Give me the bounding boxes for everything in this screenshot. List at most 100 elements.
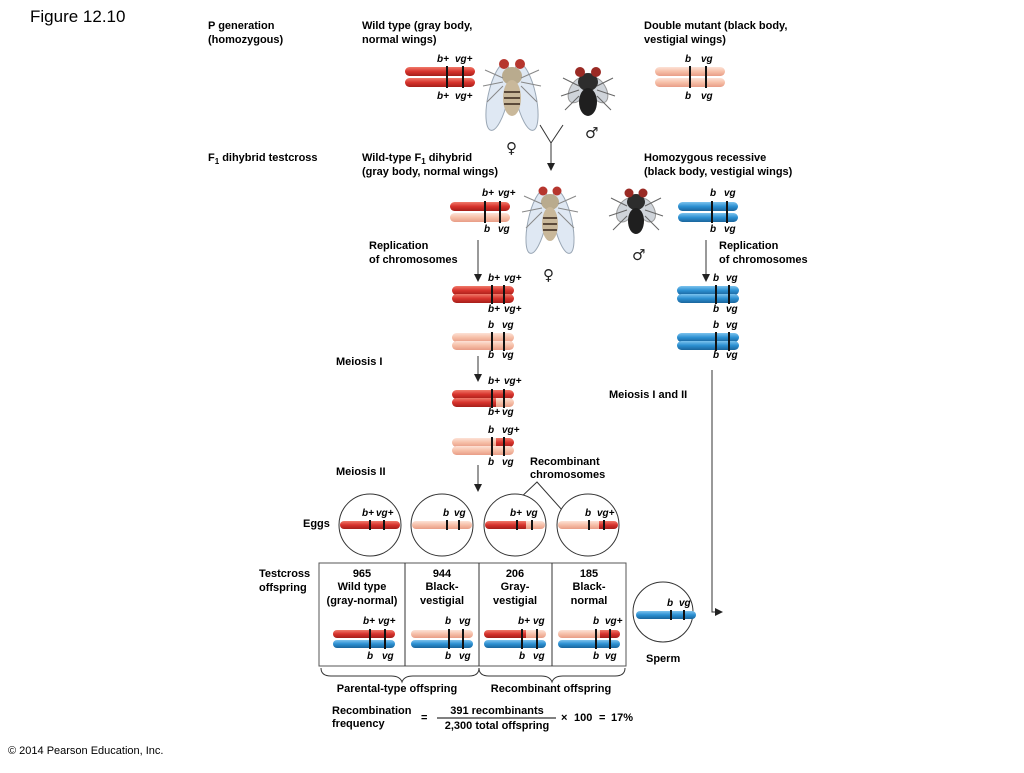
svg-text:vg: vg bbox=[724, 224, 736, 235]
svg-text:b+: b+ bbox=[362, 508, 374, 519]
female-symbol: ♀ bbox=[506, 139, 517, 157]
parental-type-label: Parental-type offspring bbox=[337, 683, 457, 695]
male-symbol: ♂ bbox=[585, 124, 598, 142]
svg-text:vg: vg bbox=[533, 651, 545, 662]
copyright: © 2014 Pearson Education, Inc. bbox=[8, 745, 163, 757]
svg-text:b: b bbox=[443, 508, 449, 519]
svg-text:b: b bbox=[685, 91, 691, 102]
double-mutant-label: Double mutant (black body, bbox=[644, 20, 787, 32]
svg-text:vg: vg bbox=[454, 508, 466, 519]
svg-text:vg+: vg+ bbox=[376, 508, 394, 519]
svg-text:vg+: vg+ bbox=[455, 91, 473, 102]
svg-text:b: b bbox=[488, 320, 494, 331]
testcross-offspring-label: Testcross bbox=[259, 568, 310, 580]
svg-text:vestigial: vestigial bbox=[420, 595, 464, 607]
svg-text:206: 206 bbox=[506, 568, 524, 580]
svg-text:vg+: vg+ bbox=[498, 188, 516, 199]
f1-male-symbol: ♂ bbox=[632, 246, 645, 264]
wild-type-sublabel: normal wings) bbox=[362, 34, 437, 46]
double-mutant-sublabel: vestigial wings) bbox=[644, 34, 726, 46]
svg-text:b: b bbox=[519, 651, 525, 662]
svg-text:vg+: vg+ bbox=[605, 616, 623, 627]
svg-text:b: b bbox=[593, 616, 599, 627]
svg-text:=: = bbox=[421, 712, 427, 724]
svg-text:vg: vg bbox=[726, 320, 738, 331]
recombinant-brace bbox=[478, 667, 626, 684]
wildtype-fly-female-image bbox=[482, 59, 542, 131]
svg-text:vg: vg bbox=[679, 598, 691, 609]
figure-title: Figure 12.10 bbox=[30, 7, 125, 26]
egg-1: b+vg+ bbox=[338, 493, 402, 557]
svg-text:b+: b+ bbox=[437, 91, 449, 102]
svg-text:vg: vg bbox=[533, 616, 545, 627]
svg-text:vg: vg bbox=[726, 350, 738, 361]
svg-text:×: × bbox=[561, 712, 567, 724]
svg-text:b+: b+ bbox=[482, 188, 494, 199]
wild-type-label: Wild type (gray body, bbox=[362, 20, 472, 32]
svg-text:=: = bbox=[599, 712, 605, 724]
cross-lines bbox=[539, 124, 564, 170]
svg-text:b+: b+ bbox=[518, 616, 530, 627]
wild-type-f1-sublabel: (gray body, normal wings) bbox=[362, 166, 498, 178]
homozygous-recessive-label: Homozygous recessive bbox=[644, 152, 766, 164]
svg-text:Black-: Black- bbox=[572, 581, 605, 593]
svg-text:vg: vg bbox=[459, 651, 471, 662]
recombinant-chromosomes-label: Recombinant bbox=[530, 456, 600, 468]
recombinant-chromosomes-sublabel: chromosomes bbox=[530, 469, 605, 481]
replication-label-left: Replication bbox=[369, 240, 429, 252]
replicated-red-chromatids: b+vg+ b+vg+ bbox=[452, 273, 522, 315]
recombinant-offspring-label: Recombinant offspring bbox=[491, 683, 611, 695]
svg-text:2,300 total offspring: 2,300 total offspring bbox=[445, 720, 550, 732]
svg-text:vestigial: vestigial bbox=[493, 595, 537, 607]
p-generation-sublabel: (homozygous) bbox=[208, 34, 283, 46]
svg-text:b: b bbox=[488, 350, 494, 361]
sperm-label: Sperm bbox=[646, 653, 680, 665]
parental-brace bbox=[320, 667, 480, 684]
f1-mutant-fly-image bbox=[608, 188, 664, 234]
svg-text:Wild type: Wild type bbox=[338, 581, 387, 593]
svg-text:vg: vg bbox=[459, 616, 471, 627]
svg-text:17%: 17% bbox=[611, 712, 633, 724]
svg-text:vg: vg bbox=[726, 304, 738, 315]
svg-text:vg: vg bbox=[502, 407, 514, 418]
egg-3: b+vg bbox=[483, 493, 547, 557]
svg-text:b: b bbox=[593, 651, 599, 662]
svg-text:normal: normal bbox=[571, 595, 608, 607]
svg-text:b: b bbox=[710, 188, 716, 199]
svg-text:vg: vg bbox=[701, 91, 713, 102]
svg-text:b+: b+ bbox=[488, 376, 500, 387]
svg-text:185: 185 bbox=[580, 568, 598, 580]
svg-text:Gray-: Gray- bbox=[501, 581, 530, 593]
svg-text:vg: vg bbox=[724, 188, 736, 199]
mutant-fly-male-image bbox=[560, 67, 616, 116]
svg-text:b: b bbox=[484, 224, 490, 235]
svg-text:(gray-normal): (gray-normal) bbox=[327, 595, 398, 607]
svg-text:frequency: frequency bbox=[332, 718, 385, 730]
svg-text:391 recombinants: 391 recombinants bbox=[450, 705, 544, 717]
svg-text:vg+: vg+ bbox=[504, 273, 522, 284]
svg-text:100: 100 bbox=[574, 712, 592, 724]
svg-text:b: b bbox=[445, 616, 451, 627]
p-wildtype-chromosomes: b+vg+ b+vg+ bbox=[405, 54, 475, 102]
svg-text:b: b bbox=[367, 651, 373, 662]
replication-label-right: Replication bbox=[719, 240, 779, 252]
meiosis-2-label: Meiosis II bbox=[336, 466, 386, 478]
svg-text:b+: b+ bbox=[510, 508, 522, 519]
svg-text:b+: b+ bbox=[488, 407, 500, 418]
homozygous-recessive-sublabel: (black body, vestigial wings) bbox=[644, 166, 793, 178]
replication-sublabel-right: of chromosomes bbox=[719, 254, 808, 266]
svg-text:b: b bbox=[585, 508, 591, 519]
svg-text:b+: b+ bbox=[363, 616, 375, 627]
svg-text:b: b bbox=[488, 425, 494, 436]
svg-text:vg: vg bbox=[498, 224, 510, 235]
